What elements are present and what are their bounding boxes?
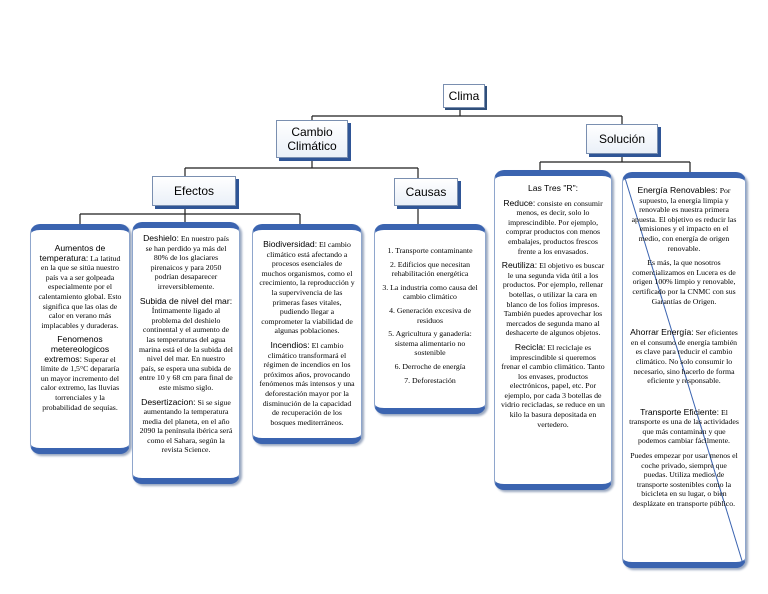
- energia-renovables-text: Energía Renovables: Por supuesto, la ene…: [631, 185, 737, 253]
- aumentos-temperatura-text: Aumentos de temperatura: La latitud en l…: [38, 243, 122, 330]
- node-efectos-label: Efectos: [173, 184, 215, 198]
- reduce-text: Reduce: consiste en consumir menos, es d…: [503, 197, 603, 256]
- desertizacion-text: Desertizacion: Si se sigue aumentando la…: [139, 396, 233, 455]
- causa-item: 6. Derroche de energía: [394, 361, 466, 371]
- efectos-box-2: Deshielo: En nuestro país se han perdido…: [132, 222, 240, 484]
- node-cambio-label-1: Cambio: [291, 125, 333, 139]
- node-causas-label: Causas: [405, 185, 447, 199]
- node-causas: Causas: [394, 178, 458, 206]
- biodiversidad-text: Biodiversidad: El cambio climático está …: [259, 239, 355, 336]
- deshielo-text: Deshielo: En nuestro país se han perdido…: [143, 233, 229, 291]
- node-cambio-climatico: Cambio Climático: [276, 120, 348, 158]
- diagonal-line: [624, 178, 743, 562]
- tres-r-title: Las Tres "R":: [527, 183, 579, 193]
- causa-item: 4. Generación excesiva de residuos: [389, 305, 471, 325]
- coche-privado-text: Puedes empezar por usar menos el coche p…: [630, 451, 738, 509]
- node-solucion-label: Solución: [598, 132, 646, 146]
- subida-nivel-mar-text: Subida de nivel del mar: Íntimamente lig…: [139, 295, 233, 392]
- efectos-box-1: Aumentos de temperatura: La latitud en l…: [30, 224, 130, 454]
- reutiliza-text: Reutiliza: El objetivo es buscar le una …: [501, 260, 605, 338]
- solucion-box-energia-transporte: Energía Renovables: Por supuesto, la ene…: [622, 172, 746, 568]
- recicla-text: Recicla: El reciclaje es imprescindible …: [501, 341, 605, 429]
- causa-item: 3. La industria como causa del cambio cl…: [382, 282, 478, 302]
- efectos-box-3: Biodiversidad: El cambio climático está …: [252, 224, 362, 444]
- causa-item: 7. Deforestación: [404, 375, 456, 385]
- causas-box: 1. Transporte contaminante 2. Edificios …: [374, 224, 486, 414]
- ahorrar-energia-text: Ahorrar Energía: Ser eficientes en el co…: [630, 327, 738, 386]
- solucion-box-tres-r: Las Tres "R": Reduce: consiste en consum…: [494, 170, 612, 490]
- lucera-text: Es más, la que nosotros comercializamos …: [632, 258, 736, 306]
- incendios-text: Incendios: El cambio climático transform…: [259, 339, 355, 427]
- node-efectos: Efectos: [152, 176, 236, 206]
- causa-item: 2. Edificios que necesitan rehabilitació…: [389, 259, 471, 279]
- transporte-eficiente-text: Transporte Eficiente: El transporte es u…: [629, 406, 739, 446]
- causa-item: 1. Transporte contaminante: [387, 246, 473, 255]
- causa-item: 5. Agricultura y ganadería: sistema alim…: [388, 329, 472, 358]
- node-clima: Clima: [443, 84, 485, 108]
- node-solucion: Solución: [586, 124, 658, 154]
- node-cambio-label-2: Climático: [287, 139, 337, 153]
- node-clima-label: Clima: [448, 89, 480, 103]
- fenomenos-extremos-text: Fenomenos metereologicos extremos: Super…: [40, 334, 120, 412]
